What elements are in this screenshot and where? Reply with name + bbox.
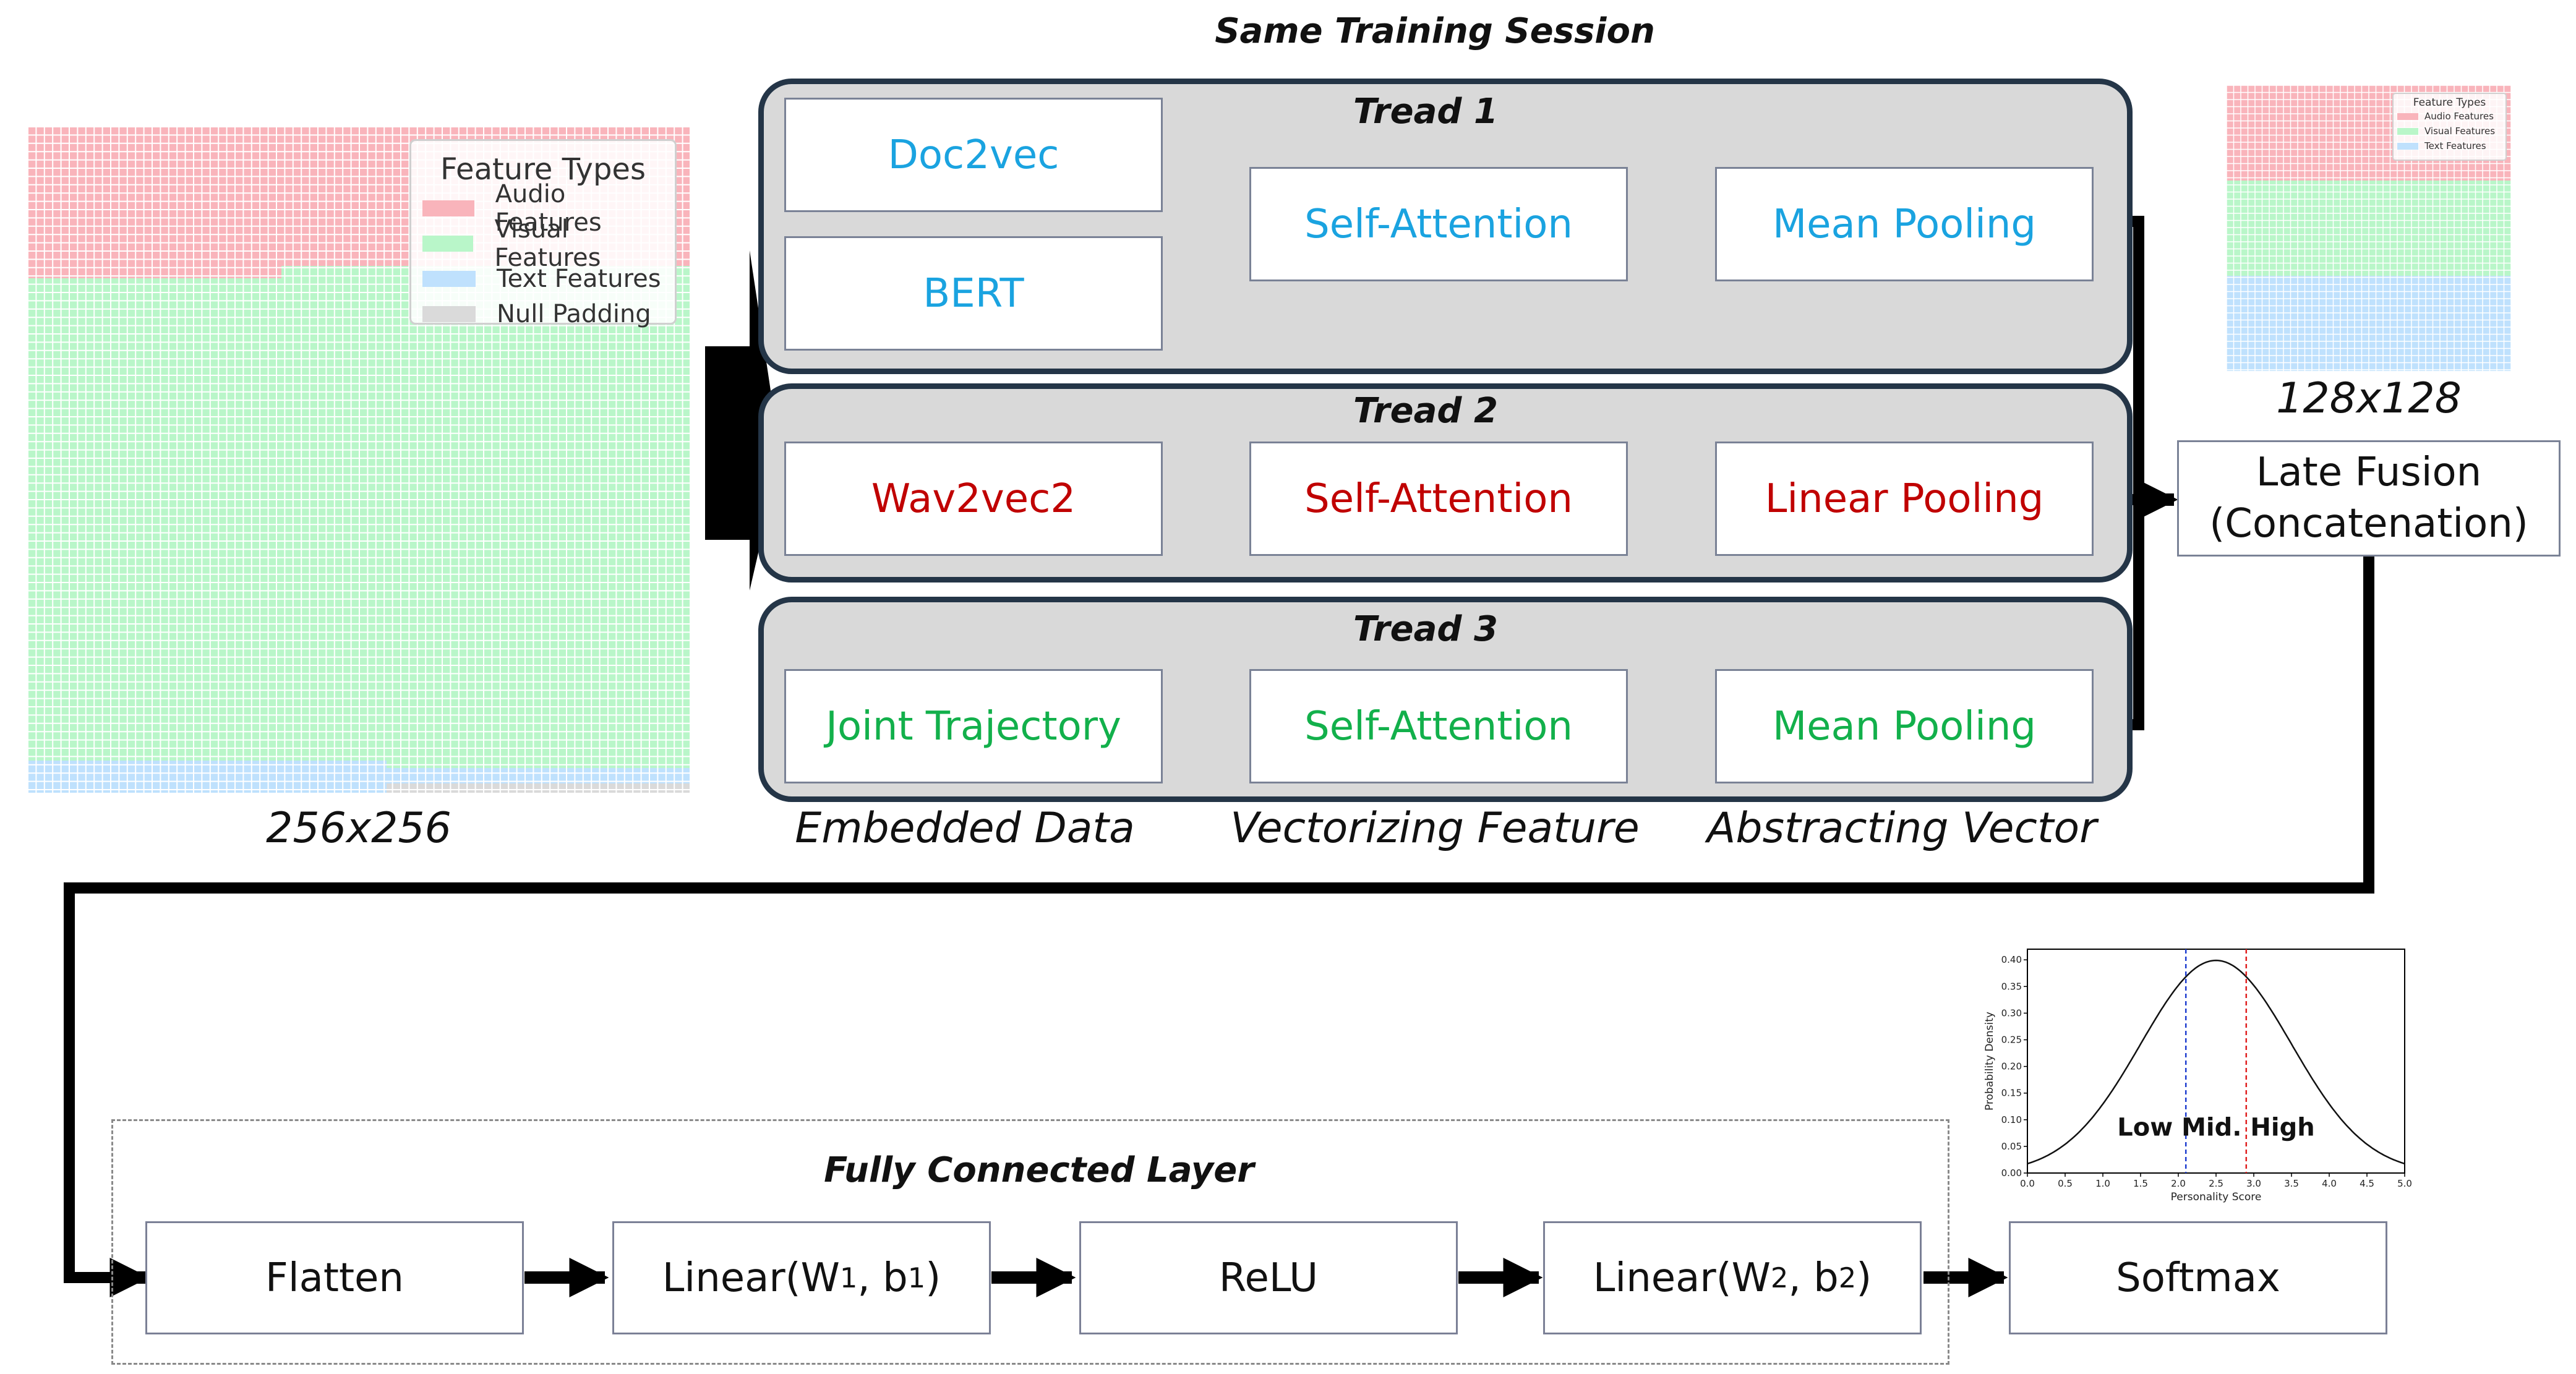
- input-grid-legend: Feature Types Audio Features Visual Feat…: [409, 139, 677, 328]
- legend-item-audio: Audio Features: [411, 180, 675, 237]
- x-tick-label: 3.5: [2284, 1178, 2299, 1189]
- visual-swatch: [422, 235, 474, 252]
- legend-item-visual: Visual Features: [411, 215, 675, 272]
- x-tick-label: 2.5: [2209, 1178, 2223, 1189]
- mini-grid-legend: Feature Types Audio Features Visual Feat…: [2392, 93, 2507, 161]
- label-embedded-data: Embedded Data: [795, 804, 1135, 853]
- x-tick-label: 4.0: [2322, 1178, 2337, 1189]
- y-axis-label: Probability Density: [1983, 1012, 1996, 1111]
- x-tick-label: 5.0: [2397, 1178, 2412, 1189]
- y-tick-label: 0.15: [2001, 1088, 2022, 1099]
- label-abstracting-vector: Abstracting Vector: [1706, 804, 2097, 853]
- text-swatch: [422, 270, 476, 287]
- mini-legend-text: Text Features: [2397, 139, 2502, 153]
- mini-legend-visual: Visual Features: [2397, 124, 2502, 139]
- y-tick-label: 0.00: [2001, 1167, 2022, 1179]
- null-swatch: [422, 305, 476, 322]
- flatten-box: Flatten: [145, 1221, 524, 1334]
- bert-box: BERT: [784, 236, 1163, 351]
- softmax-box: Softmax: [2009, 1221, 2387, 1334]
- y-tick-label: 0.05: [2001, 1141, 2022, 1152]
- x-tick-label: 4.5: [2360, 1178, 2374, 1189]
- relu-box: ReLU: [1079, 1221, 1458, 1334]
- tread-2-title: Tread 2: [1353, 391, 1498, 431]
- late-fusion-box: Late Fusion (Concatenation): [2177, 440, 2561, 557]
- label-vectorizing-feature: Vectorizing Feature: [1230, 804, 1640, 853]
- x-tick-label: 3.0: [2246, 1178, 2261, 1189]
- session-title: Same Training Session: [1215, 11, 1655, 51]
- mini-size-label: 128x128: [2276, 374, 2462, 423]
- y-tick-label: 0.20: [2001, 1061, 2022, 1072]
- tread-1-title: Tread 1: [1353, 92, 1498, 132]
- tread-3-title: Tread 3: [1353, 609, 1498, 649]
- y-tick-label: 0.40: [2001, 954, 2022, 965]
- null-region: [387, 783, 690, 793]
- late-fusion-line1: Late Fusion: [2256, 449, 2482, 495]
- self-attention-1-box: Self-Attention: [1249, 167, 1628, 281]
- linear-pooling-box: Linear Pooling: [1715, 442, 2094, 556]
- fc-layer-title: Fully Connected Layer: [824, 1150, 1254, 1190]
- x-tick-label: 0.0: [2020, 1178, 2035, 1189]
- y-tick-label: 0.35: [2001, 981, 2022, 992]
- x-tick-label: 1.5: [2133, 1178, 2148, 1189]
- mini-legend-audio: Audio Features: [2397, 109, 2502, 124]
- wav2vec2-box: Wav2vec2: [784, 442, 1163, 556]
- y-tick-label: 0.25: [2001, 1035, 2022, 1046]
- y-tick-label: 0.10: [2001, 1114, 2022, 1125]
- x-axis-label: Personality Score: [2171, 1191, 2262, 1203]
- input-size-label: 256x256: [266, 804, 451, 853]
- probability-density-chart: 0.0 0.5 1.0 1.5 2.0 2.5 3.0 3.5 4.0 4.5 5.0 0.00 0.0…: [1983, 949, 2412, 1203]
- path-fusion-to-flatten: [64, 555, 2374, 1283]
- mean-pooling-1-box: Mean Pooling: [1715, 167, 2094, 281]
- late-fusion-line2: (Concatenation): [2209, 501, 2528, 547]
- self-attention-2-box: Self-Attention: [1249, 442, 1628, 556]
- x-tick-label: 1.0: [2095, 1178, 2110, 1189]
- x-tick-label: 0.5: [2058, 1178, 2073, 1189]
- joint-trajectory-box: Joint Trajectory: [784, 669, 1163, 783]
- doc2vec-box: Doc2vec: [784, 98, 1163, 212]
- density-curve: [2027, 959, 2405, 1165]
- legend-item-null: Null Padding: [411, 296, 675, 331]
- fc-layer-frame: [111, 1119, 1949, 1365]
- audio-swatch: [422, 200, 474, 216]
- self-attention-3-box: Self-Attention: [1249, 669, 1628, 783]
- legend-title: Feature Types: [440, 152, 646, 187]
- y-tick-label: 0.30: [2001, 1007, 2022, 1018]
- mini-legend-title: Feature Types: [2413, 96, 2486, 109]
- legend-item-text: Text Features: [411, 261, 675, 296]
- category-annotation: Low Mid. High: [2117, 1114, 2314, 1142]
- mean-pooling-3-box: Mean Pooling: [1715, 669, 2094, 783]
- x-tick-label: 2.0: [2171, 1178, 2186, 1189]
